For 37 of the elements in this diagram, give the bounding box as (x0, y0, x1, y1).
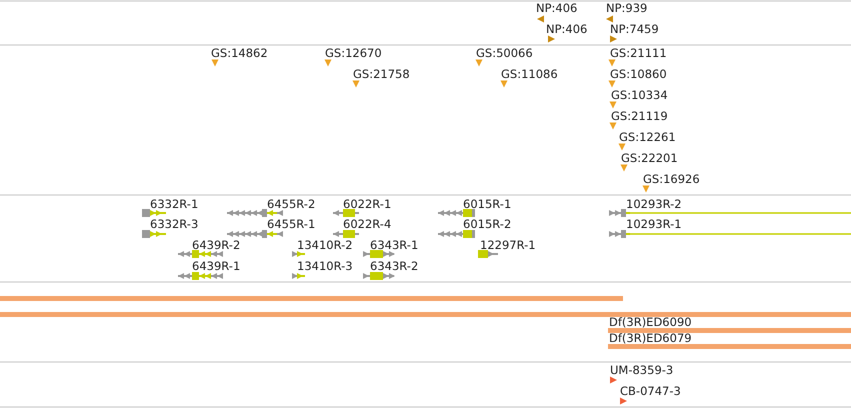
feature-label: GS:12670 (325, 46, 382, 60)
feature-label: GS:21758 (353, 67, 410, 81)
transcript-label: 12297R-1 (480, 238, 536, 252)
feature-label: GS:10860 (610, 67, 667, 81)
transcript-label: 6015R-1 (463, 197, 512, 211)
feature-label: GS:50066 (476, 46, 533, 60)
transcript-label: 6332R-3 (150, 217, 198, 231)
transcript-label: 6343R-1 (370, 238, 418, 252)
feature-label: NP:7459 (610, 22, 659, 36)
transcript-label: 6332R-1 (150, 197, 198, 211)
feature-label: GS:12261 (619, 130, 676, 144)
feature-label: GS:11086 (501, 67, 558, 81)
transcript-label: 6455R-1 (267, 217, 316, 231)
transcript-label: 6022R-1 (343, 197, 392, 211)
feature-label: GS:21111 (610, 46, 667, 60)
transcript-label: 6455R-2 (267, 197, 316, 211)
transcript-label: 6015R-2 (463, 217, 512, 231)
transcript-label: 10293R-2 (626, 197, 682, 211)
feature-label: NP:406 (546, 22, 588, 36)
transcript-label: 6022R-4 (343, 217, 392, 231)
feature-label: NP:406 (536, 1, 578, 15)
transcript-label: 6343R-2 (370, 259, 418, 273)
feature-label: GS:22201 (621, 151, 678, 165)
transcript-label: 6439R-2 (192, 238, 240, 252)
deficiency-label: Df(3R)ED6079 (609, 331, 692, 345)
feature-label: UM-8359-3 (610, 363, 674, 377)
feature-label: NP:939 (606, 1, 648, 15)
feature-label: GS:16926 (643, 172, 700, 186)
transcript-label: 13410R-2 (297, 238, 353, 252)
transcript-label: 13410R-3 (297, 259, 353, 273)
feature-label: GS:14862 (211, 46, 268, 60)
transcript-label: 6439R-1 (192, 259, 240, 273)
feature-label: GS:21119 (611, 109, 668, 123)
deficiency-label: Df(3R)ED6090 (609, 315, 692, 329)
transcript-label: 10293R-1 (626, 217, 682, 231)
feature-label: CB-0747-3 (620, 384, 681, 398)
feature-label: GS:10334 (611, 88, 668, 102)
